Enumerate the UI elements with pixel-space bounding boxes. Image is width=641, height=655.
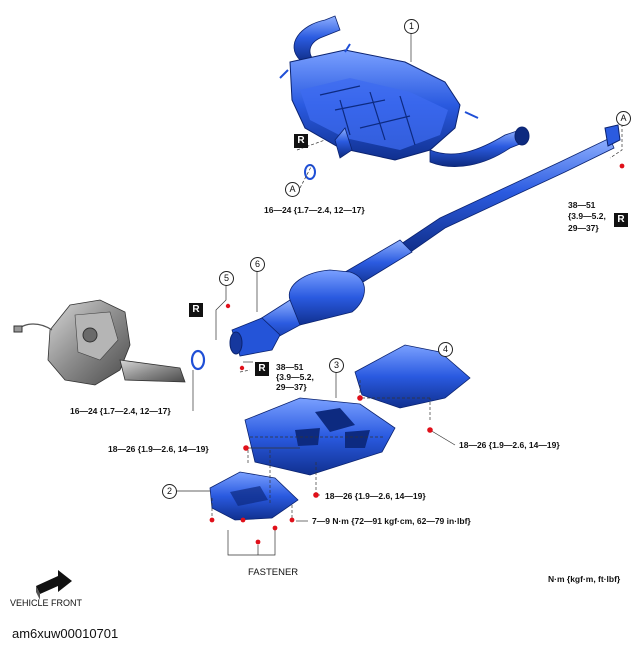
catalytic-converter bbox=[229, 269, 365, 357]
replace-tag-muffler-gasket: R bbox=[294, 134, 308, 148]
callout-4: 4 bbox=[438, 342, 453, 357]
replace-tag-front-gasket: R bbox=[189, 303, 203, 317]
callout-2: 2 bbox=[162, 484, 177, 499]
callout-a-muffler: A bbox=[285, 182, 300, 197]
vehicle-front-arrow bbox=[36, 570, 72, 600]
torque-muffler-gasket: 16—24 {1.7—2.4, 12—17} bbox=[264, 205, 365, 215]
vehicle-front-label: VEHICLE FRONT bbox=[10, 598, 83, 608]
torque-cover2-bolt: 7—9 N·m {72—91 kgf·cm, 62—79 in·lbf} bbox=[312, 516, 471, 526]
torque-manifold-gasket: 16—24 {1.7—2.4, 12—17} bbox=[70, 406, 171, 416]
figure-code: am6xuw00010701 bbox=[12, 626, 119, 641]
torque-front-joint-1: 38—51 bbox=[276, 362, 304, 372]
engine-manifold bbox=[13, 299, 186, 386]
under-cover-2 bbox=[209, 471, 299, 521]
callout-3: 3 bbox=[329, 358, 344, 373]
callout-a-pipe: A bbox=[616, 111, 631, 126]
fastener-label: FASTENER bbox=[248, 567, 299, 578]
replace-tag-rear-nut: R bbox=[614, 213, 628, 227]
torque-cover3-left: 18—26 {1.9—2.6, 14—19} bbox=[108, 444, 209, 454]
torque-rear-joint-2: {3.9—5.2, bbox=[568, 211, 606, 221]
under-cover-4 bbox=[354, 344, 471, 409]
torque-front-joint-3: 29—37} bbox=[276, 382, 307, 392]
units-note: N·m {kgf·m, ft·lbf} bbox=[548, 574, 621, 584]
gasket-rear bbox=[304, 164, 316, 180]
fastener-markers bbox=[209, 163, 625, 545]
replace-tag-front-nut: R bbox=[255, 362, 269, 376]
torque-rear-joint-3: 29—37} bbox=[568, 223, 599, 233]
muffler-assembly bbox=[279, 15, 530, 167]
under-cover-3 bbox=[244, 397, 396, 476]
callout-6: 6 bbox=[250, 257, 265, 272]
torque-cover3-bottom: 18—26 {1.9—2.6, 14—19} bbox=[325, 491, 426, 501]
gasket-front bbox=[190, 349, 206, 371]
torque-front-joint-2: {3.9—5.2, bbox=[276, 372, 314, 382]
callout-5: 5 bbox=[219, 271, 234, 286]
torque-rear-joint-1: 38—51 bbox=[568, 200, 596, 210]
callout-1: 1 bbox=[404, 19, 419, 34]
torque-cover4-right: 18—26 {1.9—2.6, 14—19} bbox=[459, 440, 560, 450]
